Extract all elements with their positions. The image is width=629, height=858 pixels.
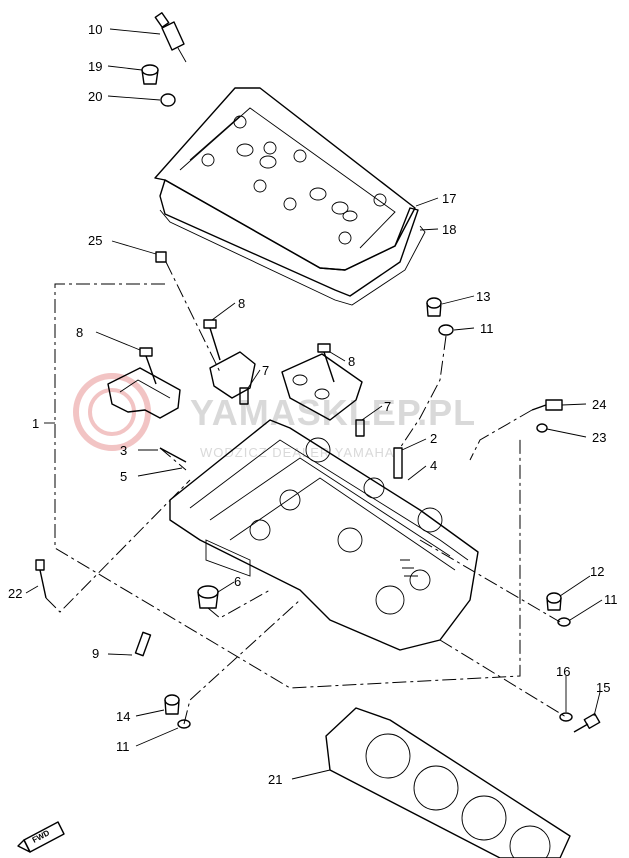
callout-7-left: 7 <box>262 363 269 378</box>
washer-11-b <box>557 617 571 627</box>
cover-washer <box>160 93 176 107</box>
callout-5: 5 <box>120 469 127 484</box>
bolt-15 <box>573 712 601 733</box>
bolt-8-b <box>203 319 221 361</box>
callout-21: 21 <box>268 772 282 787</box>
callout-25: 25 <box>88 233 102 248</box>
plug-13 <box>426 297 442 317</box>
valve-cover <box>154 87 419 297</box>
stud-9 <box>134 631 152 657</box>
callout-6: 6 <box>234 574 241 589</box>
callout-15: 15 <box>596 680 610 695</box>
callout-11-bottom: 11 <box>116 739 130 754</box>
watermark-subtitle: WODZICZ DEALER YAMAHA <box>200 445 395 460</box>
spark-plug <box>154 12 187 63</box>
connection-lines <box>45 261 567 725</box>
head-gasket <box>325 707 571 858</box>
dowel-7-b <box>355 419 365 437</box>
watermark: YAMASKLEP.PL WODZICZ DEALER YAMAHA <box>73 373 476 460</box>
callout-10: 10 <box>88 22 102 37</box>
washer-11-a <box>438 324 454 336</box>
plug-6 <box>197 585 219 609</box>
cam-cap-right <box>281 353 363 421</box>
callout-12: 12 <box>590 564 604 579</box>
callout-9: 9 <box>92 646 99 661</box>
callout-numbers: 10 19 20 17 18 25 13 11 8 8 8 1 7 7 24 2… <box>8 22 618 787</box>
callout-11-right: 11 <box>604 592 618 607</box>
stud-2 <box>393 447 403 479</box>
cover-bolt <box>141 64 159 85</box>
washer-11-c <box>177 719 191 729</box>
callout-14: 14 <box>116 709 130 724</box>
callout-1: 1 <box>32 416 39 431</box>
callout-3: 3 <box>120 443 127 458</box>
cylinder-head <box>169 419 479 651</box>
assembly-outline <box>54 283 521 689</box>
plug <box>155 251 167 263</box>
plug-14 <box>164 694 180 715</box>
callout-20: 20 <box>88 89 102 104</box>
stud-3 <box>159 447 187 463</box>
watermark-brand: YAMASKLEP.PL <box>190 392 476 433</box>
callout-16: 16 <box>556 664 570 679</box>
callout-23: 23 <box>592 430 606 445</box>
bolt-22 <box>35 559 47 599</box>
callout-2: 2 <box>430 431 437 446</box>
washer-23 <box>536 423 548 433</box>
bolt-8-a <box>139 347 157 385</box>
callout-19: 19 <box>88 59 102 74</box>
washer-16 <box>559 712 573 722</box>
callout-8-right: 8 <box>348 354 355 369</box>
dowel-7-a <box>239 387 249 405</box>
cam-cap-middle <box>209 351 256 399</box>
fwd-arrow-icon: FWD <box>17 821 65 853</box>
callout-8-top: 8 <box>238 296 245 311</box>
callout-13: 13 <box>476 289 490 304</box>
callout-17: 17 <box>442 191 456 206</box>
callout-11-top: 11 <box>480 321 494 336</box>
plug-12 <box>546 592 562 611</box>
callout-18: 18 <box>442 222 456 237</box>
callout-7-right: 7 <box>384 399 391 414</box>
bolt-8-c <box>317 343 335 383</box>
callout-24: 24 <box>592 397 606 412</box>
callout-8-left: 8 <box>76 325 83 340</box>
cover-gasket <box>159 209 426 306</box>
callout-22: 22 <box>8 586 22 601</box>
callout-4: 4 <box>430 458 437 473</box>
leader-lines <box>25 28 603 780</box>
bolt-24 <box>531 399 563 411</box>
watermark-logo <box>73 373 151 451</box>
